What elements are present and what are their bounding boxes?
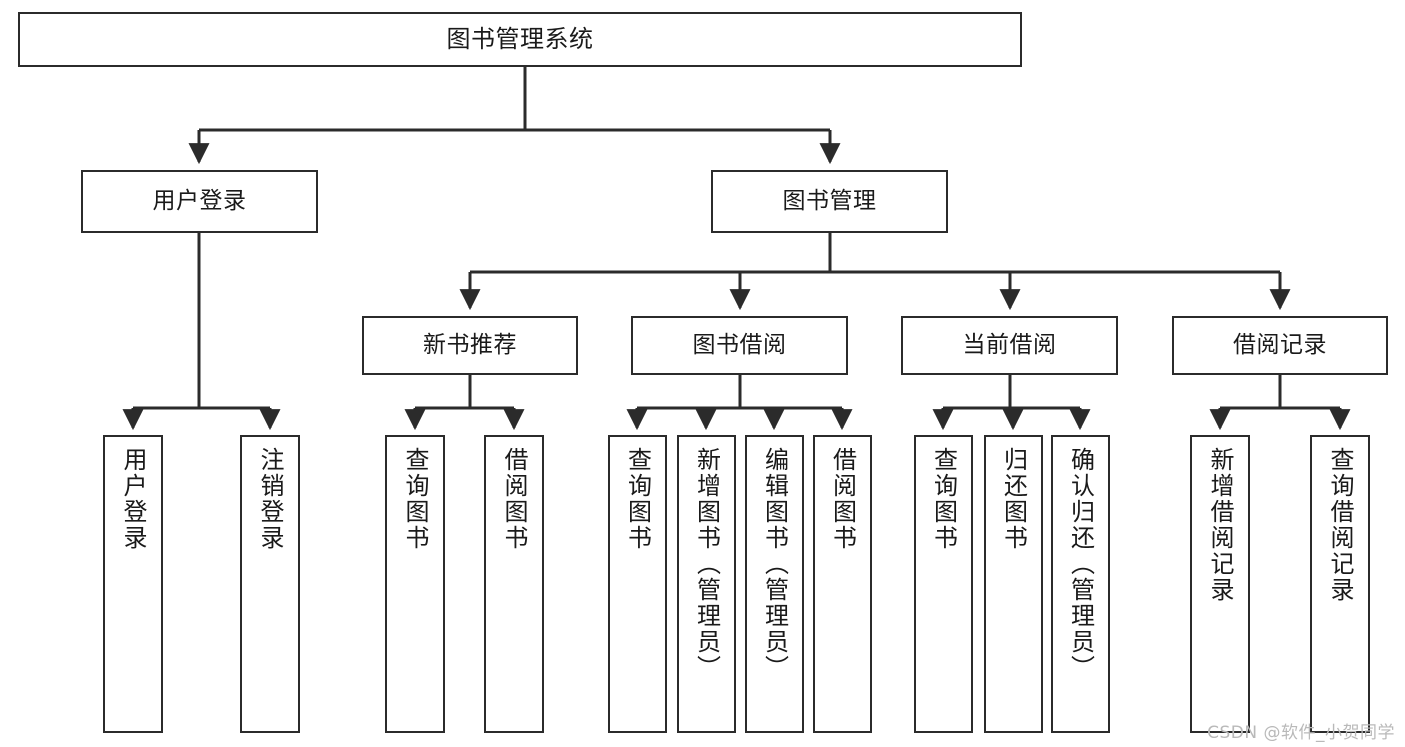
- node-leaf-confirm-return-admin[interactable]: 确认归还（管理员）: [1051, 435, 1110, 733]
- node-leaf-borrow-book-2-label: 借阅图书: [828, 447, 857, 551]
- node-leaf-query-book-2[interactable]: 查询图书: [608, 435, 667, 733]
- node-leaf-confirm-return-admin-label: 确认归还（管理员）: [1066, 447, 1095, 681]
- node-borrow-record-label: 借阅记录: [1233, 332, 1327, 359]
- node-book-management-label: 图书管理: [782, 188, 877, 215]
- node-leaf-query-book-3[interactable]: 查询图书: [914, 435, 973, 733]
- node-leaf-logout-login-label: 注销登录: [256, 447, 284, 551]
- node-book-borrow[interactable]: 图书借阅: [631, 316, 848, 375]
- node-new-book-recommend-label: 新书推荐: [423, 332, 517, 359]
- node-root[interactable]: 图书管理系统: [18, 12, 1022, 67]
- node-leaf-add-book-admin[interactable]: 新增图书（管理员）: [677, 435, 736, 733]
- node-leaf-add-book-admin-label: 新增图书（管理员）: [692, 447, 721, 681]
- node-leaf-borrow-book-2[interactable]: 借阅图书: [813, 435, 872, 733]
- node-leaf-edit-book-admin[interactable]: 编辑图书（管理员）: [745, 435, 804, 733]
- node-leaf-query-book-3-label: 查询图书: [929, 447, 958, 551]
- node-leaf-query-borrow-record-label: 查询借阅记录: [1326, 447, 1354, 603]
- node-leaf-add-borrow-record[interactable]: 新增借阅记录: [1190, 435, 1250, 733]
- node-root-label: 图书管理系统: [446, 24, 594, 53]
- node-leaf-edit-book-admin-label: 编辑图书（管理员）: [760, 447, 789, 681]
- node-leaf-user-login-label: 用户登录: [119, 447, 147, 551]
- node-current-borrow-label: 当前借阅: [962, 332, 1057, 359]
- node-leaf-return-book[interactable]: 归还图书: [984, 435, 1043, 733]
- node-leaf-query-book-1[interactable]: 查询图书: [385, 435, 445, 733]
- node-leaf-query-book-2-label: 查询图书: [623, 447, 652, 551]
- node-current-borrow[interactable]: 当前借阅: [901, 316, 1118, 375]
- node-leaf-borrow-book-1-label: 借阅图书: [500, 447, 528, 551]
- node-leaf-add-borrow-record-label: 新增借阅记录: [1206, 447, 1234, 603]
- node-book-borrow-label: 图书借阅: [692, 332, 787, 359]
- node-leaf-query-borrow-record[interactable]: 查询借阅记录: [1310, 435, 1370, 733]
- node-new-book-recommend[interactable]: 新书推荐: [362, 316, 578, 375]
- node-leaf-query-book-1-label: 查询图书: [401, 447, 429, 551]
- node-borrow-record[interactable]: 借阅记录: [1172, 316, 1388, 375]
- node-book-management[interactable]: 图书管理: [711, 170, 948, 233]
- node-leaf-user-login[interactable]: 用户登录: [103, 435, 163, 733]
- node-user-login-label: 用户登录: [152, 188, 247, 215]
- node-leaf-borrow-book-1[interactable]: 借阅图书: [484, 435, 544, 733]
- csdn-watermark: CSDN @软件_小贺同学: [1207, 723, 1395, 743]
- node-leaf-logout-login[interactable]: 注销登录: [240, 435, 300, 733]
- node-user-login[interactable]: 用户登录: [81, 170, 318, 233]
- node-leaf-return-book-label: 归还图书: [999, 447, 1028, 551]
